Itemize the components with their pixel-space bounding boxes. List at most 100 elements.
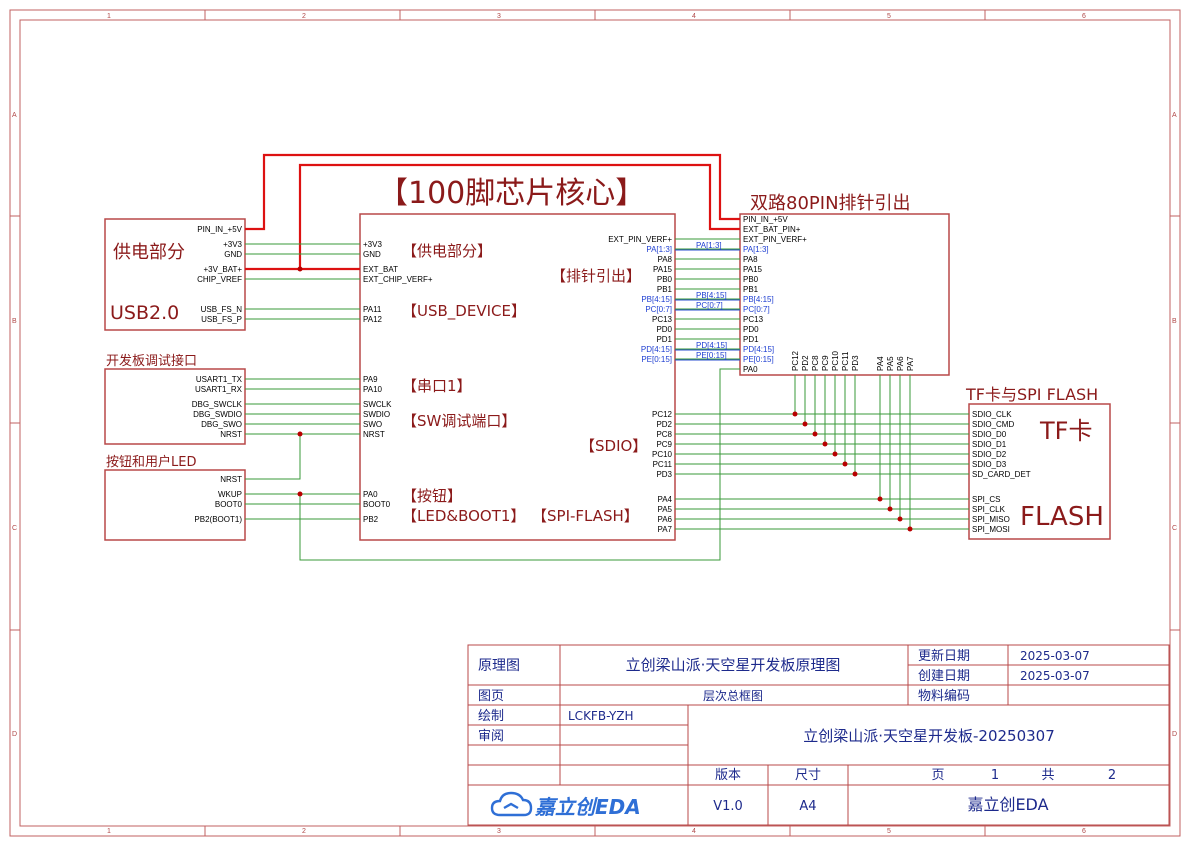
frame-row-a-right: A <box>1172 112 1177 119</box>
frame-col-6-bottom: 6 <box>1082 828 1086 835</box>
pin-label: PA4 <box>657 495 672 504</box>
frame-col-1: 1 <box>107 13 111 20</box>
pin-label: SDIO_D3 <box>972 460 1007 469</box>
bus-label: PA[1:3] <box>696 241 722 250</box>
frame-col-6: 6 <box>1082 13 1086 20</box>
pin-label: PC12 <box>791 350 800 371</box>
pin-label: PA0 <box>363 490 378 499</box>
pin-label: WKUP <box>218 490 242 499</box>
pin-label: NRST <box>220 430 242 439</box>
pin-label: PD0 <box>656 325 672 334</box>
frame-col-1-bottom: 1 <box>107 828 111 835</box>
pin-label: +3V_BAT+ <box>203 265 242 274</box>
frame-row-d: D <box>12 731 17 738</box>
pin-label: PA15 <box>653 265 673 274</box>
pin-label: PC8 <box>811 355 820 371</box>
drawn-value: LCKFB-YZH <box>568 709 634 723</box>
pin-label: +3V3 <box>363 240 382 249</box>
section-power: 【供电部分】 <box>402 242 492 260</box>
pin-label: PD0 <box>743 325 759 334</box>
total-num: 2 <box>1108 768 1116 783</box>
frame-row-c-right: C <box>1172 525 1177 532</box>
pin-label: PA9 <box>363 375 378 384</box>
frame-col-2: 2 <box>302 13 306 20</box>
frame-row-d-right: D <box>1172 731 1177 738</box>
usb-title: USB2.0 <box>110 302 179 324</box>
pin-label: BOOT0 <box>215 500 243 509</box>
pin-label: PC13 <box>652 315 673 324</box>
frame-col-5-bottom: 5 <box>887 828 891 835</box>
tf-flash-block[interactable] <box>968 403 1111 540</box>
pin-label: GND <box>363 250 381 259</box>
pin-label: PC10 <box>831 350 840 371</box>
pin-label: PA8 <box>743 255 758 264</box>
pin-label: PB[4:15] <box>743 295 774 304</box>
update-date: 2025-03-07 <box>1020 649 1090 663</box>
pin-label: PA6 <box>896 356 905 371</box>
pin-label: PIN_IN_+5V <box>197 225 242 234</box>
pin-label: PE[0:15] <box>641 355 672 364</box>
update-date-label: 更新日期 <box>918 648 970 664</box>
pin-label: PA5 <box>886 356 895 371</box>
pin-label: PB[4:15] <box>641 295 672 304</box>
debug-title: 开发板调试接口 <box>106 353 197 369</box>
frame-row-a: A <box>12 112 17 119</box>
frame-col-3-bottom: 3 <box>497 828 501 835</box>
pin-label: SDIO_D2 <box>972 450 1007 459</box>
frame-col-4: 4 <box>692 13 696 20</box>
button-block-pins: NRST WKUP BOOT0 PB2(BOOT1) <box>194 475 242 524</box>
pin-label: PB2(BOOT1) <box>194 515 242 524</box>
frame-row-b: B <box>12 318 17 325</box>
core-chip-block[interactable] <box>359 213 676 541</box>
pin-label: PA7 <box>906 356 915 371</box>
pin-label: NRST <box>220 475 242 484</box>
tf-pins: SDIO_CLK SDIO_CMD SDIO_D0 SDIO_D1 SDIO_D… <box>972 410 1031 534</box>
schematic-value: 立创梁山派·天空星开发板原理图 <box>626 656 841 674</box>
pin-label: EXT_PIN_VERF+ <box>743 235 807 244</box>
flash-label: FLASH <box>1020 502 1104 532</box>
pin-label: SDIO_D0 <box>972 430 1007 439</box>
pin-label: PB2 <box>363 515 379 524</box>
button-led-title: 按钮和用户LED <box>106 454 196 470</box>
bus-label: PC[0:7] <box>696 301 723 310</box>
power-usb-block[interactable] <box>104 218 246 331</box>
bus-label: PD[4:15] <box>696 341 727 350</box>
pin-label: PA11 <box>363 305 382 314</box>
pin-label: USART1_RX <box>195 385 243 394</box>
debug-block[interactable] <box>104 368 246 445</box>
project-name: 立创梁山派·天空星开发板-20250307 <box>803 727 1055 745</box>
pin-label: PD3 <box>656 470 672 479</box>
header-bottom-pins: PC12 PD2 PC8 PC9 PC10 PC11 PD3 PA4 PA5 P… <box>791 350 915 371</box>
pin-label: PA6 <box>657 515 672 524</box>
pin-label: SPI_MISO <box>972 515 1010 524</box>
pin-label: SDIO_CLK <box>972 410 1012 419</box>
pin-label: PA15 <box>743 265 763 274</box>
pin-label: PA7 <box>657 525 672 534</box>
frame-ticks <box>10 10 1180 836</box>
pin-label: PA8 <box>657 255 672 264</box>
bus-lines <box>675 249 740 361</box>
pin-label: DBG_SWDIO <box>193 410 242 419</box>
pin-label: PE[0:15] <box>743 355 774 364</box>
pin-label: PB0 <box>743 275 759 284</box>
section-usb-device: 【USB_DEVICE】 <box>402 302 526 321</box>
pin-label: PA10 <box>363 385 383 394</box>
section-uart: 【串口1】 <box>402 377 472 395</box>
pin-label: PC9 <box>656 440 672 449</box>
section-sdio: 【SDIO】 <box>580 437 647 455</box>
section-sw: 【SW调试端口】 <box>402 412 516 430</box>
button-led-block[interactable] <box>104 469 246 541</box>
section-header: 【排针引出】 <box>551 267 641 285</box>
section-key: 【按钮】 <box>402 487 462 505</box>
junction-dots <box>297 266 913 532</box>
title-block-text: 原理图 立创梁山派·天空星开发板原理图 更新日期 2025-03-07 创建日期… <box>478 648 1116 814</box>
pin-label: PC11 <box>841 351 850 371</box>
size-label: 尺寸 <box>795 768 821 783</box>
jlc-eda-logo: 嘉立创EDA <box>490 791 641 819</box>
pin-label: CHIP_VREF <box>197 275 242 284</box>
pin-label: PA4 <box>876 356 885 371</box>
pin-label: SDIO_D1 <box>972 440 1007 449</box>
pin-label: USB_FS_N <box>201 305 243 314</box>
page-label: 图页 <box>478 689 504 704</box>
create-date: 2025-03-07 <box>1020 669 1090 683</box>
